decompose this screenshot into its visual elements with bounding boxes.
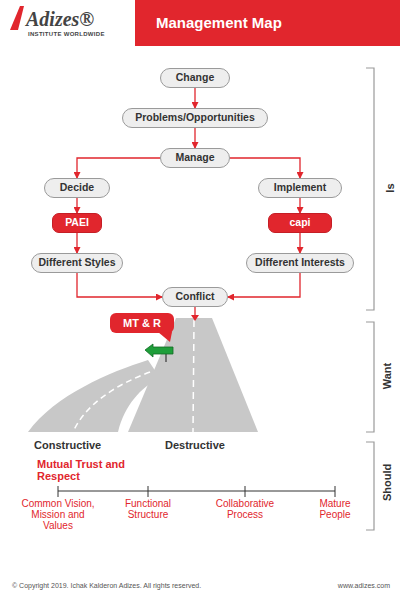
style-badge: PAEI: [52, 213, 102, 233]
road-label: Destructive: [165, 439, 255, 451]
flow-line: [194, 306, 195, 316]
header-band: [135, 0, 400, 46]
flow-arrow: [194, 88, 195, 108]
arrow-head: [191, 315, 199, 321]
flow-arrow: [299, 233, 300, 253]
section-label: Want: [381, 361, 393, 391]
process-pill: Change: [160, 68, 230, 88]
node-text: Conflict: [175, 291, 214, 303]
flow-arrow: [230, 158, 300, 178]
flow-arrow: [194, 128, 195, 148]
principle-item: Collaborative Process: [203, 498, 287, 520]
node-text: Different Styles: [38, 257, 115, 269]
tree-tick: [58, 486, 59, 497]
process-pill: Decide: [44, 178, 110, 198]
node-text: Decide: [60, 182, 94, 194]
process-pill: Different Styles: [31, 253, 123, 273]
node-text: Implement: [274, 182, 327, 194]
interest-badge: capi: [268, 213, 332, 233]
flow-arrow: [77, 273, 162, 297]
page-title: Management Map: [156, 14, 282, 31]
node-text: MT & R: [123, 317, 161, 329]
section-label: Is: [384, 178, 396, 198]
logo-mark: [10, 6, 24, 30]
tree-tick: [148, 486, 149, 497]
flow-arrow: [76, 198, 77, 213]
process-pill: Problems/Opportunities: [122, 108, 268, 128]
node-text: Manage: [175, 152, 214, 164]
copyright-note: © Copyright 2019. Ichak Kalderon Adizes.…: [12, 582, 272, 590]
node-text: capi: [289, 217, 310, 229]
logo-wordmark: Adizes®: [26, 8, 136, 30]
callout-pointer: [158, 332, 172, 342]
flow-arrow: [77, 158, 160, 178]
section-bracket: [366, 68, 374, 310]
node-text: Problems/Opportunities: [135, 112, 255, 124]
principle-heading: Mutual Trust and Respect: [37, 458, 147, 482]
road-label: Constructive: [34, 439, 124, 451]
section-bracket: [366, 322, 374, 432]
road-line: [193, 320, 194, 432]
node-text: Change: [176, 72, 215, 84]
node-text: Different Interests: [255, 257, 345, 269]
flow-arrow: [299, 198, 300, 213]
principle-item: Common Vision, Mission and Values: [18, 498, 98, 531]
process-pill: Different Interests: [246, 253, 354, 273]
process-pill: Implement: [258, 178, 342, 198]
logo-tagline: INSTITUTE WORLDWIDE: [28, 31, 138, 38]
website-url: www.adizes.com: [320, 582, 390, 590]
callout-flag: MT & R: [110, 313, 174, 333]
flow-arrow: [76, 233, 77, 253]
flow-arrow: [228, 273, 300, 297]
tree-line: [58, 491, 335, 492]
process-pill: Conflict: [162, 287, 228, 307]
direction-sign: [145, 344, 173, 357]
destructive-road: [128, 318, 258, 432]
section-label: Should: [381, 467, 393, 501]
principle-item: Functional Structure: [113, 498, 183, 520]
section-bracket: [366, 442, 374, 530]
process-pill: Manage: [160, 148, 230, 168]
tree-tick: [245, 486, 246, 497]
principle-item: Mature People: [305, 498, 365, 520]
tree-tick: [335, 486, 336, 497]
node-text: PAEI: [65, 217, 89, 229]
